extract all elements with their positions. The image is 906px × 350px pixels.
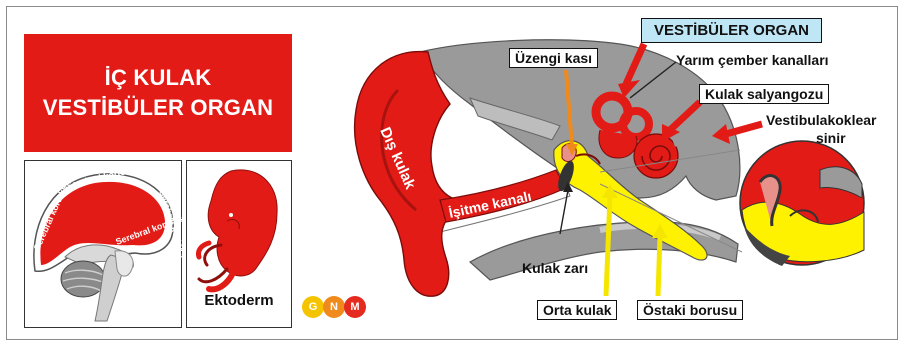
vestibuler-organ-label: VESTİBÜLER ORGAN [641, 18, 822, 43]
ostaki-borusu-label: Östaki borusu [637, 300, 743, 320]
vestibulakoklear-label-2: sinir [816, 130, 846, 146]
kulak-zari-label: Kulak zarı [522, 260, 588, 276]
kulak-salyangozu-label: Kulak salyangozu [699, 84, 829, 104]
yarim-cember-label: Yarım çember kanalları [676, 52, 829, 68]
uzengi-kasi-label: Üzengi kası [509, 48, 598, 68]
vestibulakoklear-label-1: Vestibulakoklear [766, 112, 877, 128]
orta-kulak-label: Orta kulak [537, 300, 617, 320]
